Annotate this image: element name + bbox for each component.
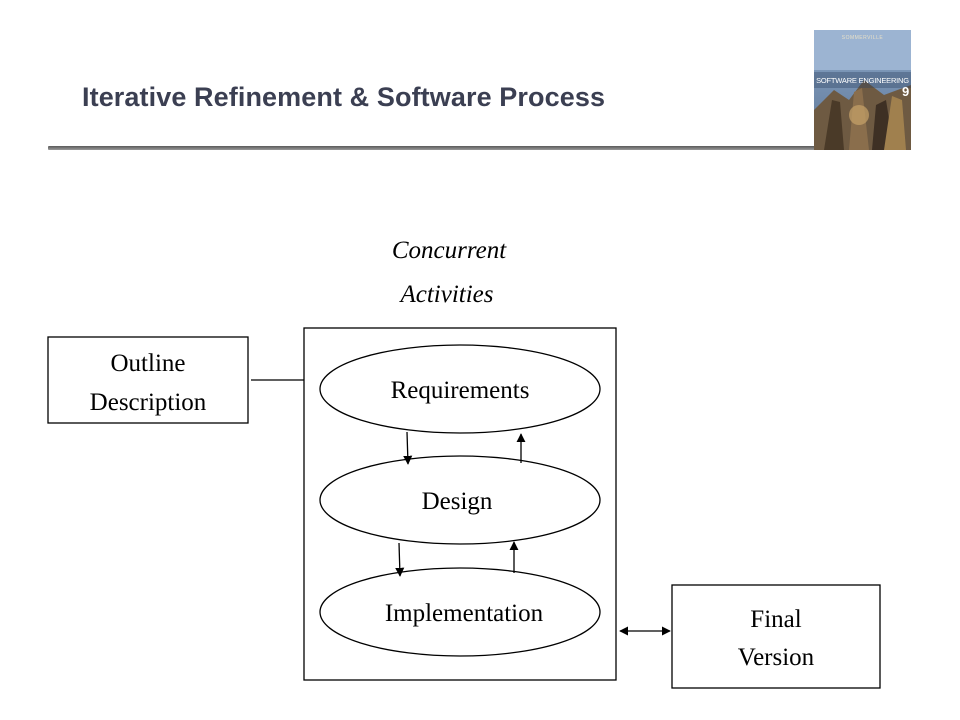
outline-label-line-1: Outline	[111, 350, 186, 377]
design-ellipse	[319, 455, 601, 545]
arrow-design-to-implementation	[395, 542, 405, 577]
title-divider	[48, 146, 816, 150]
outline-description-box	[47, 336, 249, 424]
final-label-line-1: Final	[750, 606, 801, 633]
final-label-line-2: Version	[738, 644, 815, 671]
arrow-requirements-to-design	[403, 431, 413, 465]
implementation-ellipse	[319, 567, 601, 657]
book-series-title: SOFTWARE ENGINEERING	[816, 76, 909, 85]
design-label: Design	[422, 488, 493, 515]
caption-line-1: Concurrent	[392, 237, 507, 264]
slide-title: Iterative Refinement & Software Process	[82, 82, 606, 112]
requirements-ellipse	[319, 344, 601, 434]
outline-label-line-2: Description	[90, 389, 207, 416]
caption-line-2: Activities	[398, 281, 493, 308]
implementation-label: Implementation	[385, 600, 544, 627]
book-author: SOMMERVILLE	[841, 35, 884, 41]
book-edition-number: 9	[902, 84, 910, 99]
final-version-box	[671, 584, 881, 689]
requirements-label: Requirements	[391, 377, 530, 404]
book-cover-art	[814, 30, 911, 150]
book-cover-image: SOMMERVILLE SOFTWARE ENGINEERING 9	[814, 30, 911, 150]
